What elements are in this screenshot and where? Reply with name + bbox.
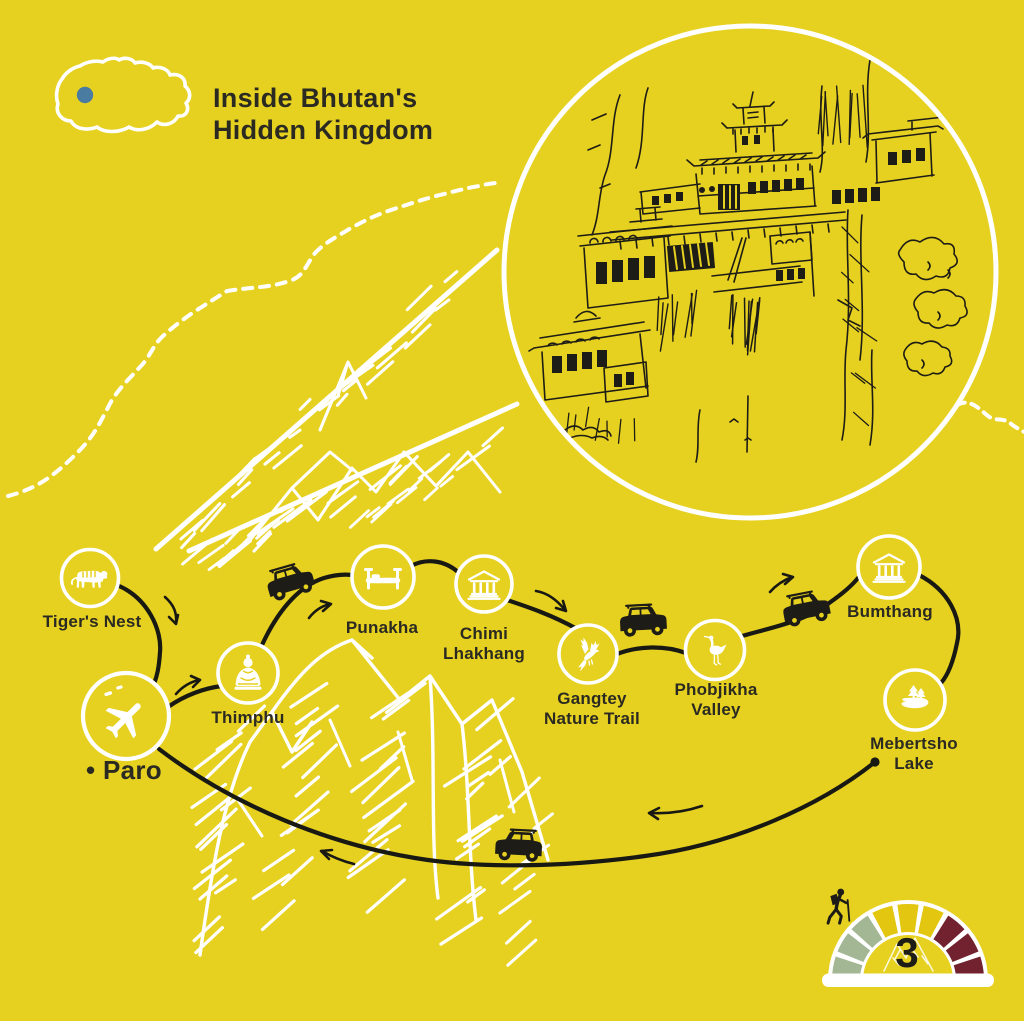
hatch-strokes (656, 289, 698, 352)
hatch-strokes (728, 293, 761, 356)
page-title: Inside Bhutan's Hidden Kingdom (213, 82, 433, 147)
stop-label-tigers-nest: Tiger's Nest (42, 612, 142, 631)
stop-node-thimphu (216, 641, 280, 705)
stop-label-mebertsho: Mebertsho Lake (870, 734, 958, 773)
dashed-ridgeline (6, 181, 500, 498)
difficulty-value: 3 (895, 929, 919, 976)
temple-icon (467, 570, 501, 600)
stop-label-punakha: Punakha (345, 618, 419, 637)
arrow-right-icon (174, 674, 202, 696)
arrow-down-icon (163, 595, 180, 626)
hatch-strokes (190, 704, 266, 955)
hatch-strokes (346, 681, 427, 914)
arrow-left-icon (319, 848, 356, 866)
arrow-right-icon (768, 572, 795, 594)
hiker-trekking-icon (826, 888, 851, 925)
arrow-down-right-icon (534, 589, 568, 613)
hatch-strokes (817, 84, 868, 149)
lake-with-pines-icon (901, 685, 929, 709)
route-punakha-chimi (408, 559, 461, 575)
jeep-4x4-icon (618, 602, 669, 639)
arrow-right-icon (307, 599, 333, 620)
stop-node-chimi-lhakhang (454, 554, 514, 614)
ridge-edge-upper (153, 247, 500, 552)
hatch-strokes (840, 226, 878, 427)
stop-label-bumthang: Bumthang (847, 602, 933, 621)
mountain-range-art (6, 181, 1024, 967)
stop-node-bumthang (856, 534, 922, 600)
mountain-ridge (236, 718, 516, 838)
buddha-statue-icon (234, 654, 262, 690)
hatch-strokes (181, 426, 504, 569)
hatch-strokes (435, 697, 515, 946)
airplane-icon (104, 685, 141, 739)
eagle-icon (578, 637, 600, 672)
hatch-strokes (251, 681, 340, 932)
route-thimphu-punakha (259, 572, 355, 648)
stop-label-chimi-lhakhang: Chimi Lhakhang (443, 624, 525, 663)
jeep-4x4-icon (493, 827, 544, 864)
tigers-nest-monastery-ink-sketch (501, 23, 999, 521)
stop-label-phobjikha: Phobjikha Valley (674, 680, 758, 719)
crane-icon (703, 635, 727, 666)
tiger-icon (70, 570, 108, 588)
hatch-strokes (197, 501, 296, 571)
direction-arrows (163, 572, 795, 866)
stop-label-gangtey: Gangtey Nature Trail (544, 689, 640, 728)
title-line-2: Hidden Kingdom (213, 115, 434, 146)
stop-label-paro: • Paro (86, 755, 162, 785)
peak-outline (248, 450, 502, 542)
stop-node-punakha (350, 544, 416, 610)
stop-node-phobjikha (683, 618, 747, 682)
stop-label-thimphu: Thimphu (211, 708, 285, 727)
contrail-dashes (104, 685, 123, 697)
blue-location-dot (76, 86, 94, 104)
mountain-hatch-layer (179, 270, 554, 967)
dashed-ridgeline-right (955, 400, 1024, 435)
gauge-mountain-sketch (883, 937, 934, 972)
hatch-strokes (498, 776, 554, 967)
arrow-left-icon (647, 804, 704, 821)
hatch-strokes (179, 270, 459, 550)
route-paro-thimphu (165, 683, 225, 710)
hatch-strokes (348, 475, 455, 529)
route-bumthang-mebertsho (916, 572, 961, 686)
bhutan-map-outline (54, 56, 192, 134)
hero-circle-ring (501, 23, 999, 521)
peak-outline (318, 360, 368, 432)
difficulty-gauge (822, 888, 994, 987)
route-chimi-gangtey (504, 597, 580, 632)
gauge-segments (832, 903, 984, 979)
cliff-hatch-layer (565, 84, 878, 444)
bed-icon (364, 568, 402, 590)
route-tigers-nest-paro (114, 582, 163, 687)
jeep-4x4-icon (262, 559, 318, 604)
title-line-1: Inside Bhutan's (213, 83, 418, 113)
hatch-strokes (565, 406, 636, 444)
route-lines (114, 559, 961, 868)
stop-node-paro (80, 670, 172, 762)
temple-icon (872, 553, 906, 583)
route-return-to-paro (156, 746, 878, 868)
route-gangtey-phobjikha (614, 645, 689, 657)
stop-node-tigers-nest (59, 547, 121, 609)
stop-node-gangtey (557, 623, 619, 685)
stop-node-mebertsho (883, 668, 947, 732)
